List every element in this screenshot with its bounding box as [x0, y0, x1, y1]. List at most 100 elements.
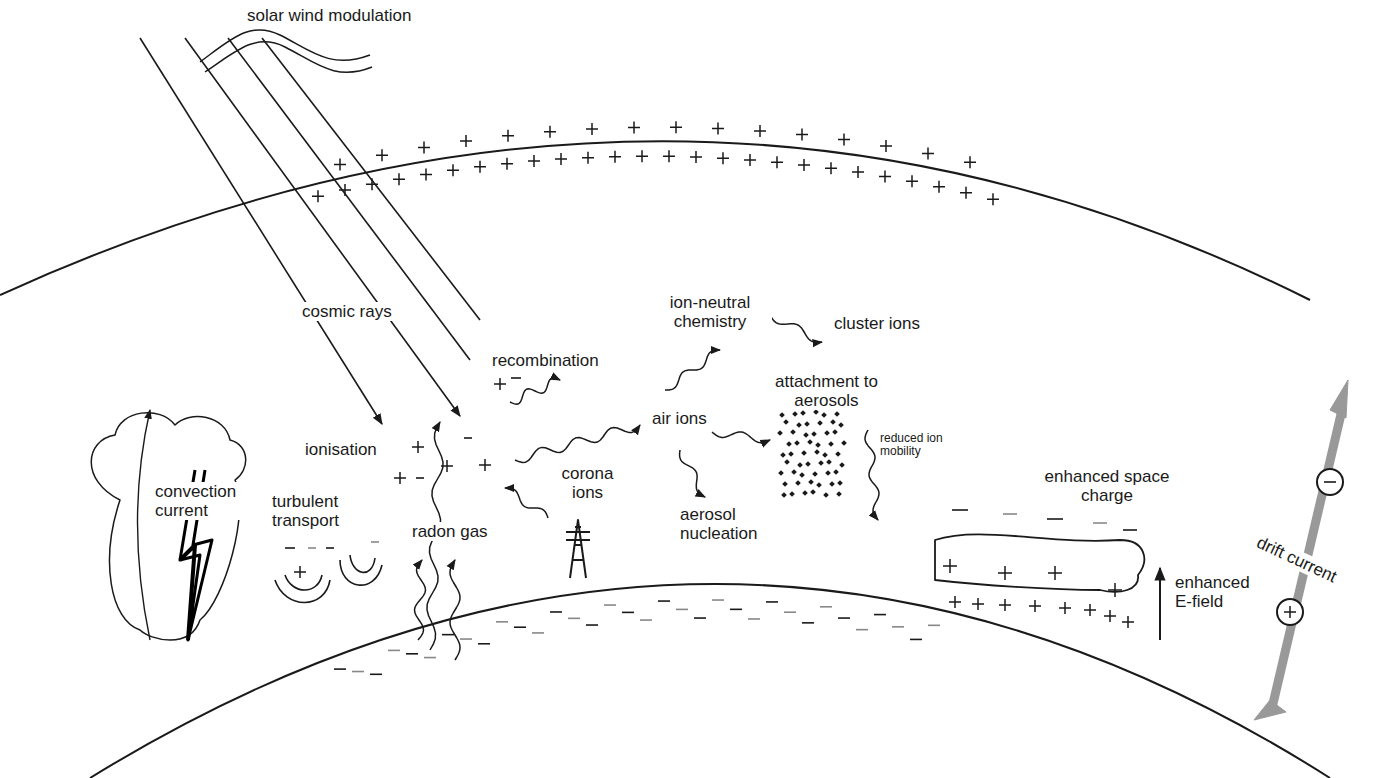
aerosol-particle	[828, 441, 834, 447]
ion-circle	[1317, 469, 1343, 495]
radon-wave	[415, 560, 426, 640]
aerosol-particle	[804, 421, 810, 427]
wavy-arrow	[865, 430, 879, 520]
ionosphere-charge	[933, 181, 945, 193]
plus-sign	[294, 566, 306, 578]
ionosphere-charge	[712, 122, 724, 134]
aerosol-particle	[815, 442, 821, 448]
aerosol-particle	[816, 482, 822, 488]
ground-charge	[406, 653, 418, 655]
eddy	[285, 575, 322, 590]
aerosol-particle	[786, 441, 792, 447]
annotation-label: cluster ions	[832, 314, 922, 333]
ionosphere-charge	[960, 187, 972, 199]
ionosphere-charge	[744, 154, 756, 166]
aerosol-particle	[833, 469, 839, 475]
eddy	[275, 580, 330, 603]
ionosphere-charge	[825, 162, 837, 174]
aerosol-particle	[802, 490, 808, 496]
e-field-arrow	[1159, 568, 1161, 640]
annotation-label: cosmic rays	[300, 302, 394, 321]
aerosol-particle	[791, 469, 797, 475]
aerosol-particle	[817, 420, 823, 426]
ground-charge	[604, 604, 616, 606]
ionosphere-charge	[582, 152, 594, 164]
aerosol-particle	[780, 452, 786, 458]
ionosphere-charge	[922, 147, 934, 159]
aerosol-particle	[788, 451, 794, 457]
ground-charge	[802, 622, 814, 624]
minus-sign	[511, 377, 521, 379]
plus-sign	[1108, 583, 1122, 597]
plus-sign	[1059, 602, 1071, 614]
ionosphere-charge	[460, 135, 472, 147]
minus-sign	[952, 509, 968, 511]
ionosphere-charge	[798, 159, 810, 171]
aerosol-particle	[832, 429, 838, 435]
annotation-label: corona ions	[548, 464, 627, 502]
minus-sign	[371, 541, 379, 543]
aerosol-particle	[826, 459, 832, 465]
plus-sign	[943, 559, 957, 573]
annotation-label: convection current	[153, 482, 257, 520]
plus-sign	[1122, 616, 1134, 628]
aerosol-particle	[792, 411, 798, 417]
annotation-label: radon gas	[410, 522, 490, 541]
earth-surface	[90, 584, 1330, 778]
ionosphere-arc	[0, 141, 1310, 300]
plus-sign	[1104, 610, 1116, 622]
ionosphere-charge	[771, 156, 783, 168]
aerosol-particle	[810, 489, 816, 495]
aerosol-particle	[818, 460, 824, 466]
ionosphere-charge	[879, 170, 891, 182]
ionosphere-charge	[663, 150, 675, 162]
annotation-label: reduced ion mobility	[878, 432, 972, 459]
ionosphere-charge	[474, 161, 486, 173]
aerosol-particle	[834, 411, 840, 417]
aerosol-particle	[801, 450, 807, 456]
minus-sign	[326, 547, 334, 549]
ground-charge	[586, 624, 598, 626]
ground-charge	[370, 674, 382, 676]
ionosphere-charge	[312, 190, 324, 202]
aerosol-particle	[790, 429, 796, 435]
ionosphere-charge	[501, 158, 513, 170]
aerosol-particle	[799, 472, 805, 478]
ion-circle	[1277, 599, 1303, 625]
aerosol-particle	[821, 412, 827, 418]
ground-charge	[874, 614, 886, 616]
plus-sign	[1048, 566, 1062, 580]
annotation-label: air ions	[650, 409, 709, 428]
annotation-label: ion-neutral chemistry	[648, 293, 772, 331]
ground-charge	[514, 626, 526, 628]
ground-charge	[460, 638, 472, 640]
radon-wave	[450, 560, 460, 660]
aerosol-particle	[823, 492, 829, 498]
ground-charge	[838, 617, 850, 619]
ground-charge	[352, 671, 364, 673]
plus-sign	[949, 596, 961, 608]
annotation-label: aerosol nucleation	[678, 505, 792, 543]
eddy	[350, 555, 375, 572]
wavy-arrow	[505, 488, 548, 518]
ionosphere-charge	[555, 153, 567, 165]
ground-charge	[550, 611, 562, 613]
aerosol-particle	[841, 440, 847, 446]
ground-charge	[730, 609, 742, 611]
wavy-arrow	[712, 432, 770, 443]
ionosphere-charge	[447, 164, 459, 176]
wavy-arrow	[665, 350, 720, 390]
minus-sign	[285, 547, 295, 549]
aerosol-particle	[777, 430, 783, 436]
aerosol-particle	[824, 430, 830, 436]
aerosol-particle	[835, 451, 841, 457]
annotation-label: ionisation	[303, 440, 379, 459]
ground-charge	[622, 612, 634, 614]
ionosphere-charge	[906, 175, 918, 187]
aerosol-particle	[800, 410, 806, 416]
ionosphere-charge	[528, 155, 540, 167]
minus-sign	[1003, 513, 1017, 515]
aerosol-particle	[814, 449, 820, 455]
ground-charge	[748, 618, 760, 620]
